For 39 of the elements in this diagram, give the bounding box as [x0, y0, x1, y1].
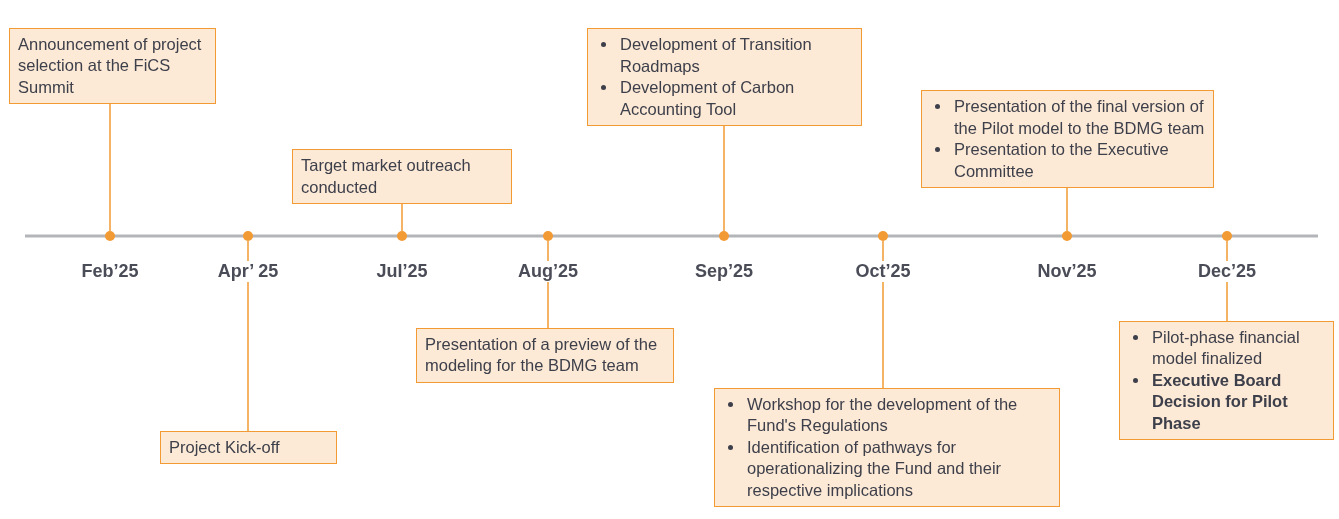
month-label: Apr’ 25 [215, 261, 281, 282]
timeline-dot [1222, 231, 1232, 241]
milestone-box [160, 431, 337, 465]
leader-line [247, 240, 249, 432]
leader-line [882, 240, 884, 389]
bullet-text: Presentation to the Executive Committee [954, 140, 1169, 180]
bullet-text: Presentation of the final version of the Pilot model to the BDMG team [954, 97, 1205, 137]
month-label: Sep’25 [693, 261, 755, 282]
milestone-box [587, 28, 862, 126]
milestone-box [416, 328, 674, 383]
milestone-text: Announcement of project selection at the FiCS Summit [18, 33, 203, 98]
milestone-box [9, 27, 216, 104]
leader-line [401, 203, 403, 232]
milestone-text: Presentation of a preview of the modeling for the BDMG team [425, 334, 659, 377]
bullet-text: Workshop for the development of the Fund's Regulations [747, 395, 1018, 435]
month-label: Oct’25 [853, 261, 913, 282]
month-label: Dec’25 [1196, 261, 1258, 282]
bullet-text: Identification of pathways for operationalizing the Fund and their respective implications [747, 437, 1002, 499]
timeline-dot [105, 231, 115, 241]
leader-line [1066, 187, 1068, 232]
bullet-text: Pilot-phase financial model finalized [1152, 328, 1300, 368]
timeline-dot [397, 231, 407, 241]
timeline-dot [1062, 231, 1072, 241]
milestone-text: Target market outreach conducted [301, 155, 472, 198]
bullet-text: Development of Transition Roadmaps [620, 35, 812, 75]
milestone-box [714, 388, 1060, 508]
month-label: Aug’25 [516, 261, 580, 282]
leader-line [109, 103, 111, 232]
timeline-dot [543, 231, 553, 241]
milestone-box [1119, 321, 1334, 441]
bullet-text: Development of Carbon Accounting Tool [620, 78, 795, 118]
timeline-dot [878, 231, 888, 241]
milestone-text: Project Kick-off [169, 437, 281, 458]
milestone-box [921, 90, 1214, 188]
leader-line [723, 125, 725, 232]
milestone-box [292, 149, 512, 204]
bullet-text: Executive Board Decision for Pilot Phase [1152, 370, 1288, 432]
timeline-dot [243, 231, 253, 241]
timeline-dot [719, 231, 729, 241]
